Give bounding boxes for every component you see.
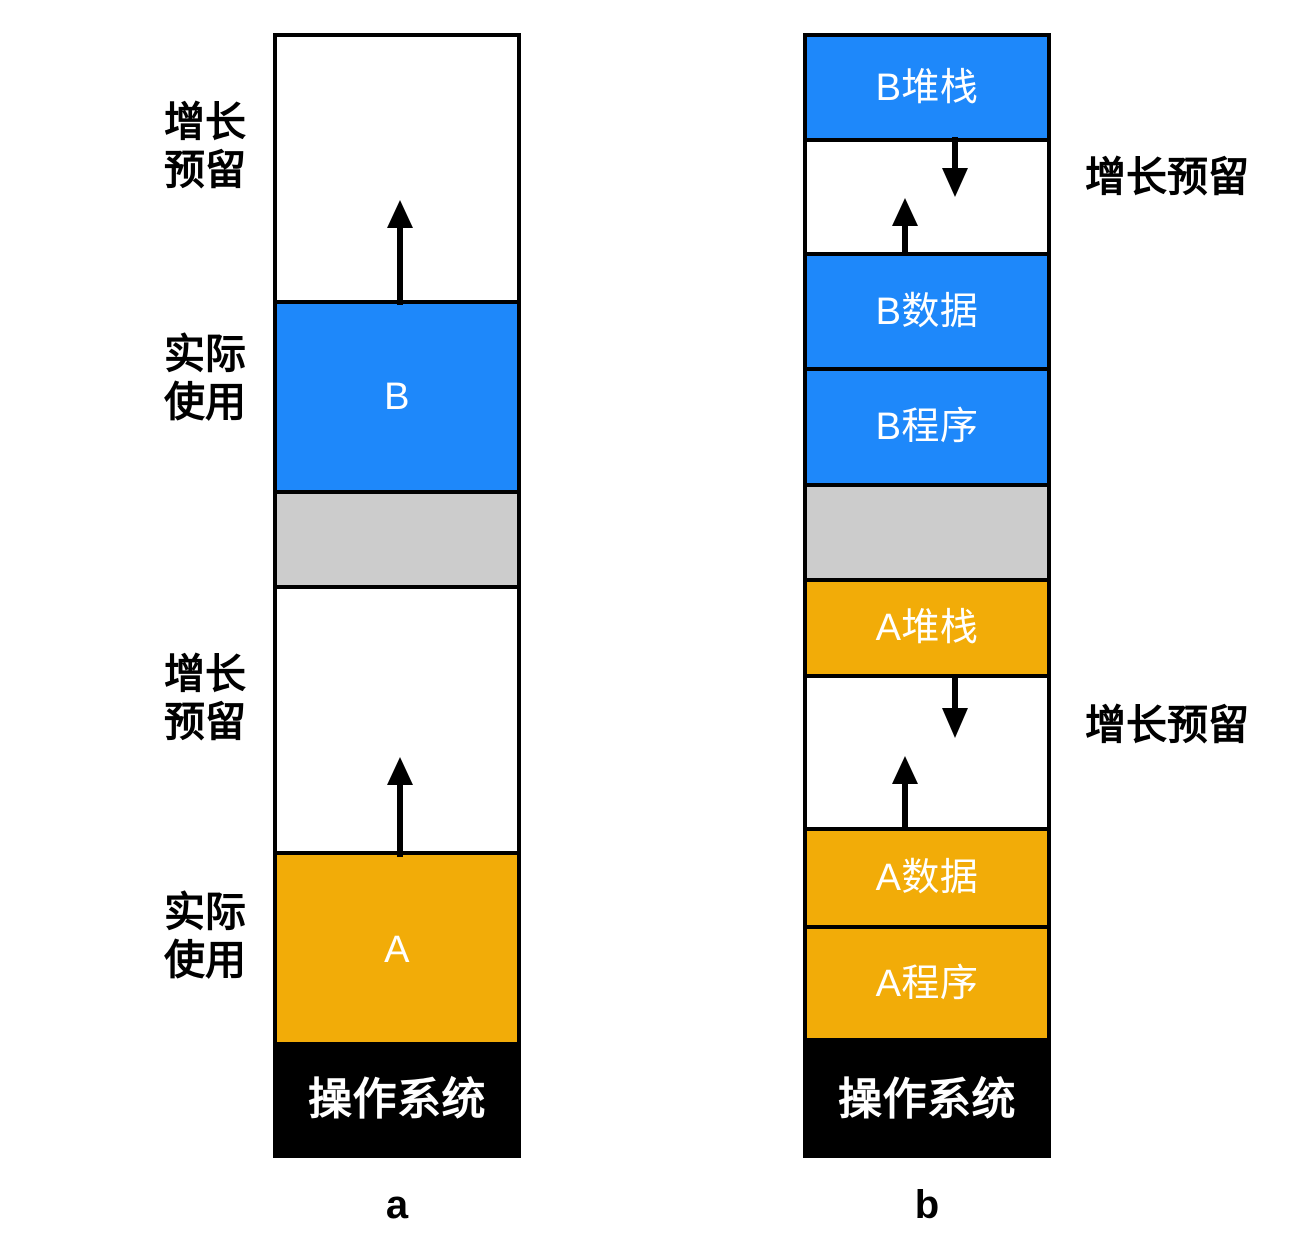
caption-a: a (385, 1183, 409, 1227)
segment-operating-system-b: 操作系统 (807, 1042, 1047, 1158)
segment-a-data: A数据 (807, 827, 1047, 929)
segment-label: A数据 (875, 857, 979, 899)
label-a-actual-usage-b: 实际 使用 (164, 331, 246, 426)
segment-a-stack: A堆栈 (807, 582, 1047, 678)
segment-label: A程序 (875, 962, 979, 1005)
segment-gap-gray-b (807, 487, 1047, 582)
label-b-growth-reserve-a: 增长预留 (1085, 702, 1249, 748)
segment-b-growth-reserve-a (277, 37, 517, 304)
segment-label: B程序 (875, 406, 979, 448)
memory-column-b: B堆栈 B数据 B程序 A堆栈 A数据 A (803, 33, 1051, 1158)
segment-process-a: A (277, 851, 517, 1044)
segment-label: B (384, 376, 410, 418)
memory-column-a: B A 操作系统 (273, 33, 521, 1158)
segment-gap-gray-a (277, 494, 517, 589)
segment-label: A堆栈 (875, 607, 979, 649)
segment-b-program: B程序 (807, 371, 1047, 487)
segment-b-data: B数据 (807, 252, 1047, 371)
segment-label: 操作系统 (308, 1075, 486, 1124)
segment-a-program: A程序 (807, 929, 1047, 1042)
label-b-growth-reserve-b: 增长预留 (1085, 154, 1249, 200)
label-a-growth-reserve-a: 增长 预留 (164, 651, 246, 746)
label-a-growth-reserve-b: 增长 预留 (164, 99, 246, 194)
caption-b: b (914, 1183, 940, 1227)
segment-label: A (384, 928, 410, 971)
segment-a-growth-reserve-b (807, 678, 1047, 831)
segment-process-b: B (277, 300, 517, 494)
segment-b-stack: B堆栈 (807, 37, 1047, 142)
segment-label: B堆栈 (875, 66, 979, 109)
segment-label: 操作系统 (838, 1075, 1016, 1124)
segment-b-growth-reserve-b (807, 142, 1047, 256)
segment-label: B数据 (875, 290, 979, 333)
segment-operating-system-a: 操作系统 (277, 1042, 517, 1158)
segment-a-growth-reserve-a (277, 589, 517, 855)
label-a-actual-usage-a: 实际 使用 (164, 889, 246, 984)
